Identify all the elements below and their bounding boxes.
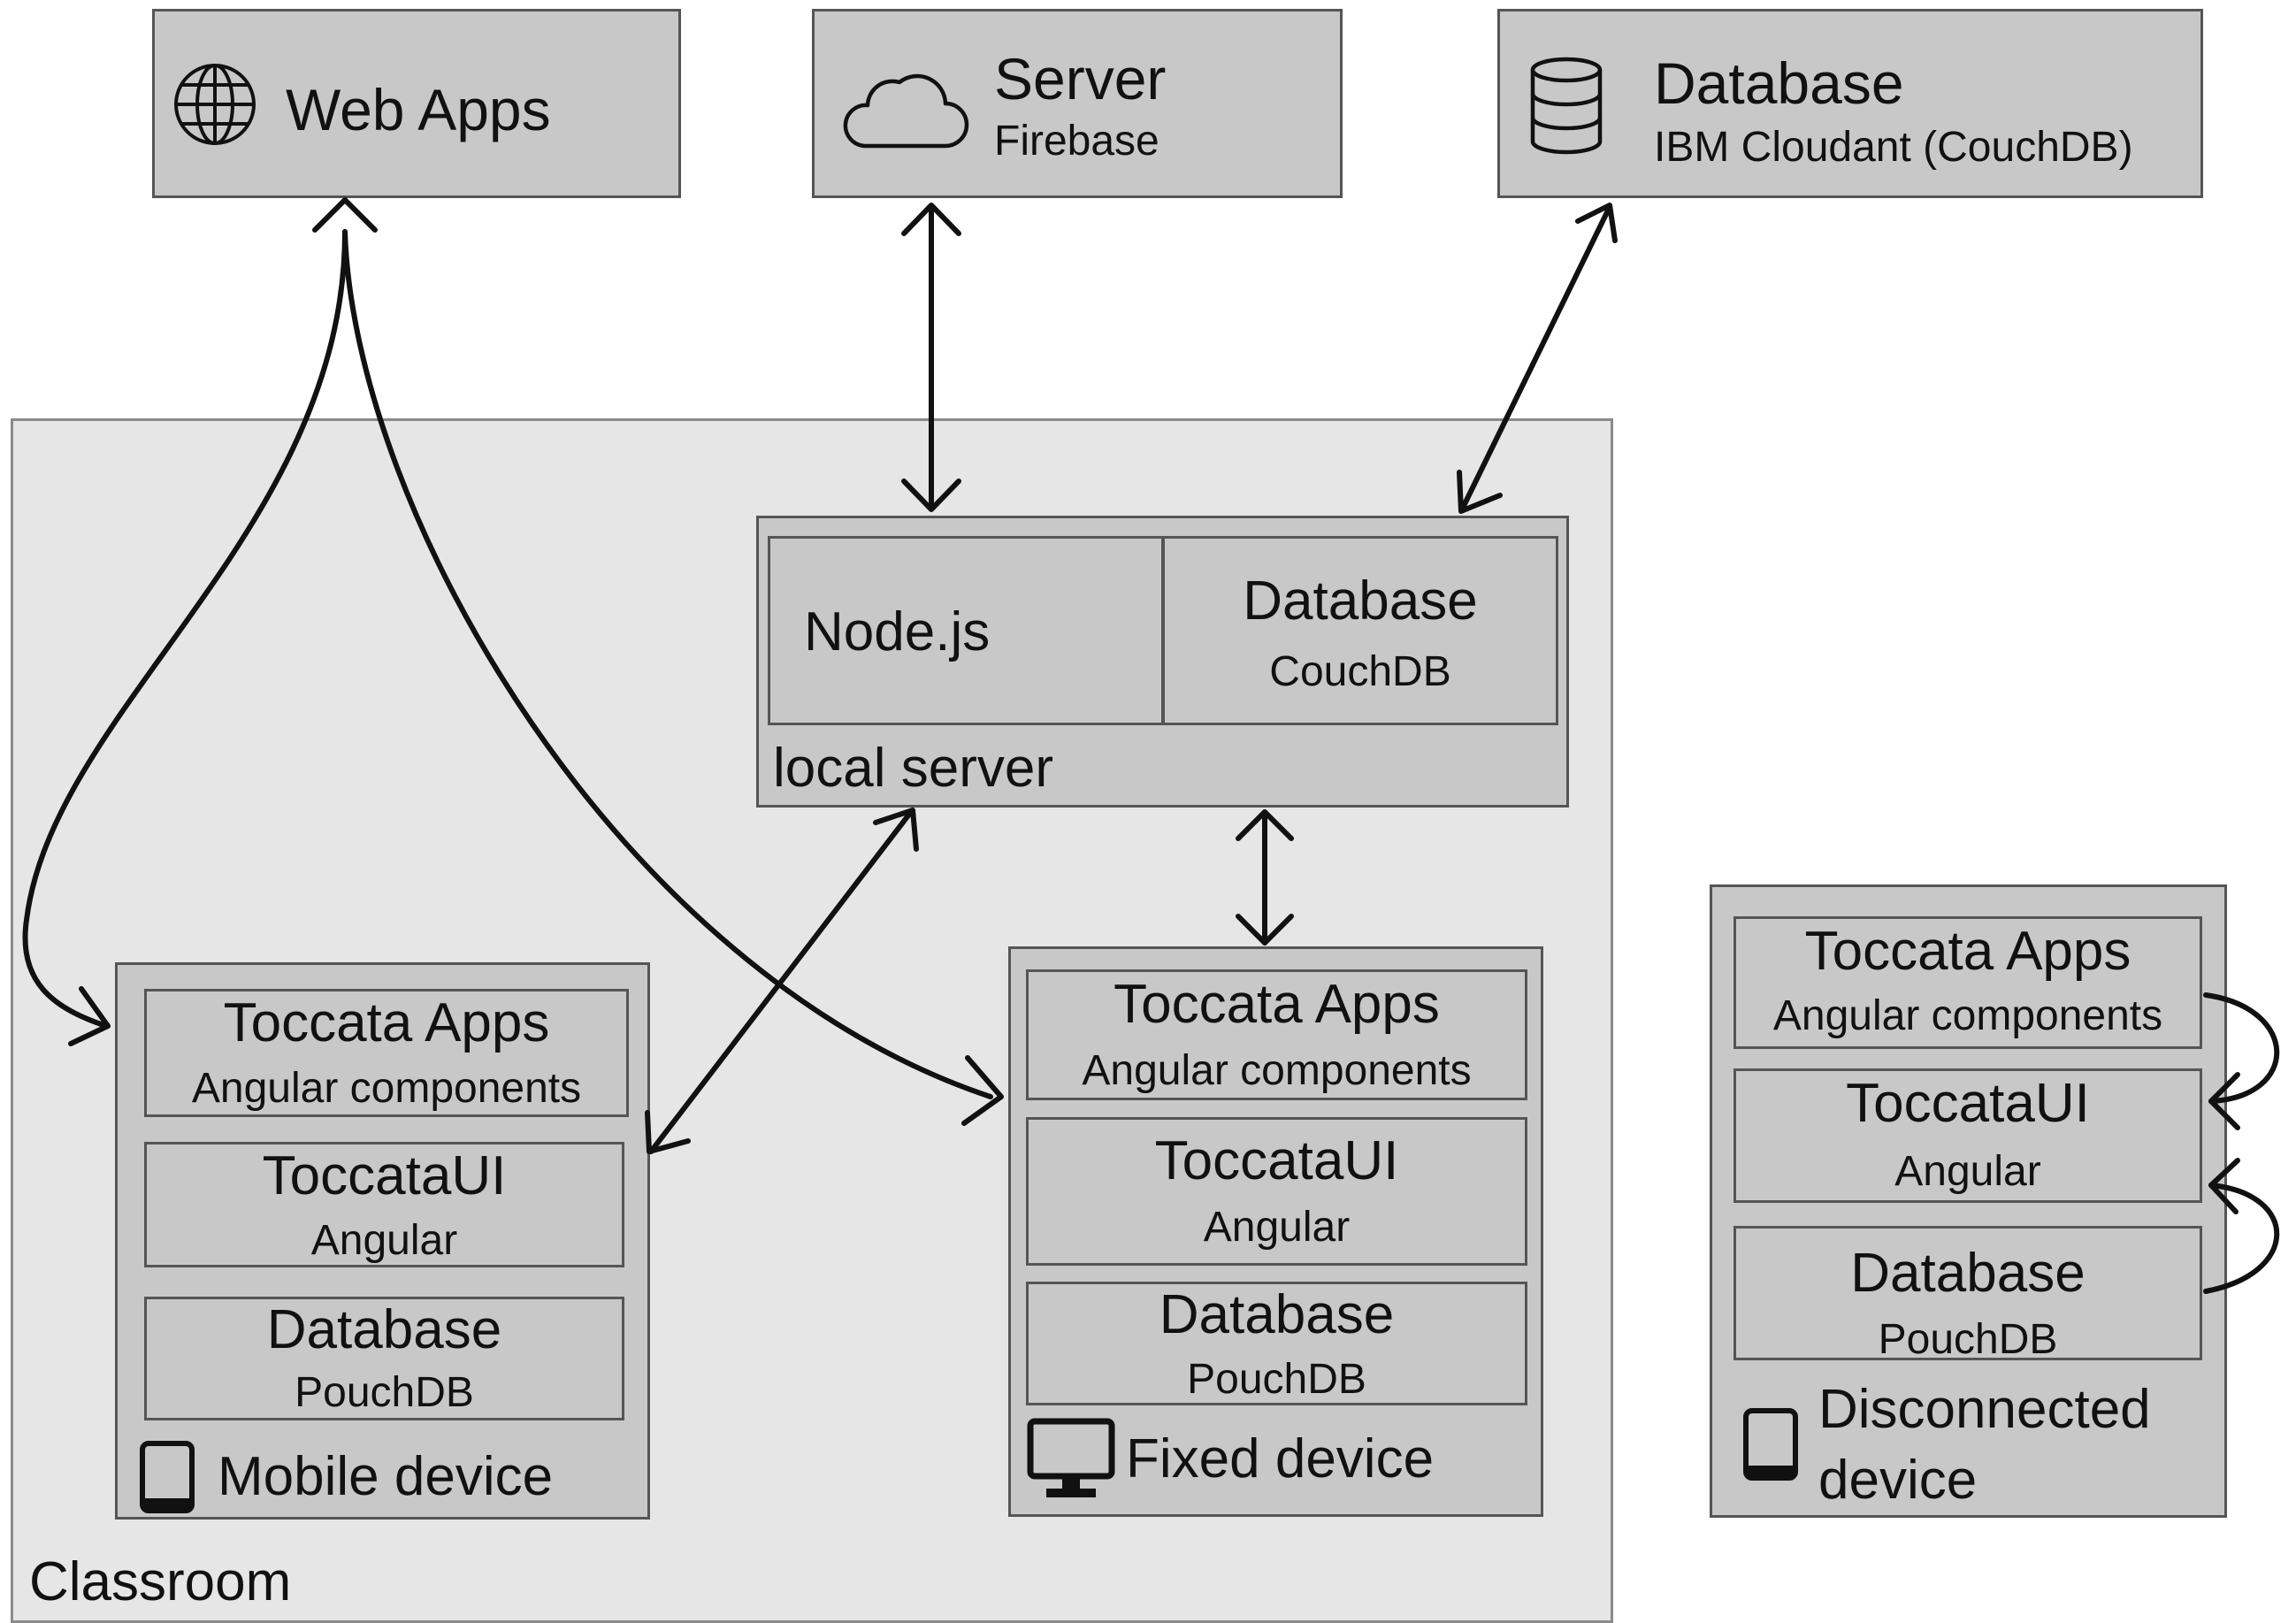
local-database-box: Database CouchDB xyxy=(1162,536,1558,725)
mobile-device-box: Toccata Apps Angular components ToccataU… xyxy=(115,962,650,1520)
arrowhead-mobile-right xyxy=(645,1110,691,1154)
mobile-toccataui-subtitle: Angular xyxy=(310,1217,458,1264)
local-database-title: Database xyxy=(1243,570,1478,632)
disconnected-toccata-apps-title: Toccata Apps xyxy=(1804,921,2131,982)
arrow-local-mobile xyxy=(648,809,914,1154)
mobile-toccataui-layer: ToccataUI Angular xyxy=(144,1142,624,1267)
fixed-toccata-apps-subtitle: Angular components xyxy=(1082,1047,1472,1094)
fixed-database-title: Database xyxy=(1159,1284,1395,1345)
mobile-toccataui-title: ToccataUI xyxy=(262,1145,507,1206)
arrowhead-local-bottom xyxy=(1236,809,1294,841)
disconnected-database-title: Database xyxy=(1850,1243,2086,1304)
disconnected-toccata-apps-layer: Toccata Apps Angular components xyxy=(1733,916,2202,1049)
fixed-device-label: Fixed device xyxy=(1126,1428,1435,1489)
disconnected-database-layer: Database PouchDB xyxy=(1733,1226,2202,1363)
arrowhead-clouddb-top xyxy=(1575,203,1618,243)
arrowhead-localdb-top xyxy=(1457,470,1503,514)
tablet-icon xyxy=(1743,1408,1798,1481)
arrow-webapps-fixed xyxy=(342,229,993,1099)
disconnected-toccataui-title: ToccataUI xyxy=(1846,1073,2090,1134)
fixed-toccataui-subtitle: Angular xyxy=(1203,1204,1351,1251)
cloud-database-box: Database IBM Cloudant (CouchDB) xyxy=(1497,9,2203,198)
web-apps-title: Web Apps xyxy=(286,77,551,142)
mobile-toccata-apps-subtitle: Angular components xyxy=(191,1065,582,1112)
local-database-subtitle: CouchDB xyxy=(1269,648,1451,695)
disconnected-toccataui-layer: ToccataUI Angular xyxy=(1733,1068,2202,1203)
disconnected-toccataui-subtitle: Angular xyxy=(1894,1148,2041,1195)
arrowhead-loop-ui xyxy=(2208,1072,2240,1130)
monitor-icon xyxy=(1027,1418,1115,1497)
nodejs-box: Node.js xyxy=(768,536,1164,725)
database-icon xyxy=(1530,57,1603,155)
mobile-toccata-apps-layer: Toccata Apps Angular components xyxy=(144,989,629,1117)
classroom-label: Classroom xyxy=(29,1551,292,1612)
arrow-webapps-mobile xyxy=(22,229,348,1029)
arrowhead-fixed-left xyxy=(961,1055,1004,1126)
local-server-label: local server xyxy=(773,738,1053,799)
fixed-toccataui-layer: ToccataUI Angular xyxy=(1026,1117,1527,1266)
web-apps-box: Web Apps xyxy=(152,9,681,198)
disconnected-label-line1: Disconnected xyxy=(1818,1379,2151,1440)
disconnected-device-box: Toccata Apps Angular components ToccataU… xyxy=(1710,884,2227,1518)
fixed-device-box: Toccata Apps Angular components ToccataU… xyxy=(1008,946,1543,1517)
tablet-icon xyxy=(140,1441,195,1513)
disconnected-toccata-apps-subtitle: Angular components xyxy=(1772,992,2163,1039)
disconnected-database-subtitle: PouchDB xyxy=(1878,1316,2058,1363)
cloud-icon xyxy=(843,73,969,149)
server-box: Server Firebase xyxy=(812,9,1343,198)
disconnected-label-line2: device xyxy=(1818,1450,1978,1511)
arrowhead-server-top xyxy=(901,203,961,236)
server-subtitle: Firebase xyxy=(994,118,1159,165)
mobile-database-subtitle: PouchDB xyxy=(295,1369,474,1416)
fixed-toccata-apps-title: Toccata Apps xyxy=(1114,974,1440,1035)
mobile-toccata-apps-title: Toccata Apps xyxy=(223,992,550,1053)
nodejs-label: Node.js xyxy=(804,601,991,662)
arrowhead-webapps-top xyxy=(312,197,378,233)
arrow-clouddb-local xyxy=(1460,208,1611,510)
fixed-database-subtitle: PouchDB xyxy=(1187,1356,1366,1403)
mobile-database-title: Database xyxy=(266,1299,502,1360)
globe-icon xyxy=(174,64,256,145)
cloud-database-subtitle: IBM Cloudant (CouchDB) xyxy=(1654,124,2133,171)
fixed-toccataui-title: ToccataUI xyxy=(1154,1130,1399,1191)
arrowhead-local-top xyxy=(901,478,961,512)
loop-apps-ui xyxy=(2203,992,2280,1104)
arrowhead-fixed-top xyxy=(1236,914,1294,945)
loop-db-ui xyxy=(2203,1183,2280,1294)
mobile-device-label: Mobile device xyxy=(218,1446,554,1507)
arrowhead-local-bottomleft xyxy=(873,808,919,852)
arrowhead-mobile-left xyxy=(68,986,111,1046)
fixed-toccata-apps-layer: Toccata Apps Angular components xyxy=(1026,969,1527,1100)
server-title: Server xyxy=(994,46,1167,111)
arrowhead-loop-ui2 xyxy=(2208,1158,2240,1214)
mobile-database-layer: Database PouchDB xyxy=(144,1297,624,1420)
fixed-database-layer: Database PouchDB xyxy=(1026,1282,1527,1405)
local-server-box: Node.js Database CouchDB local server xyxy=(756,516,1569,808)
cloud-database-title: Database xyxy=(1654,50,1904,116)
